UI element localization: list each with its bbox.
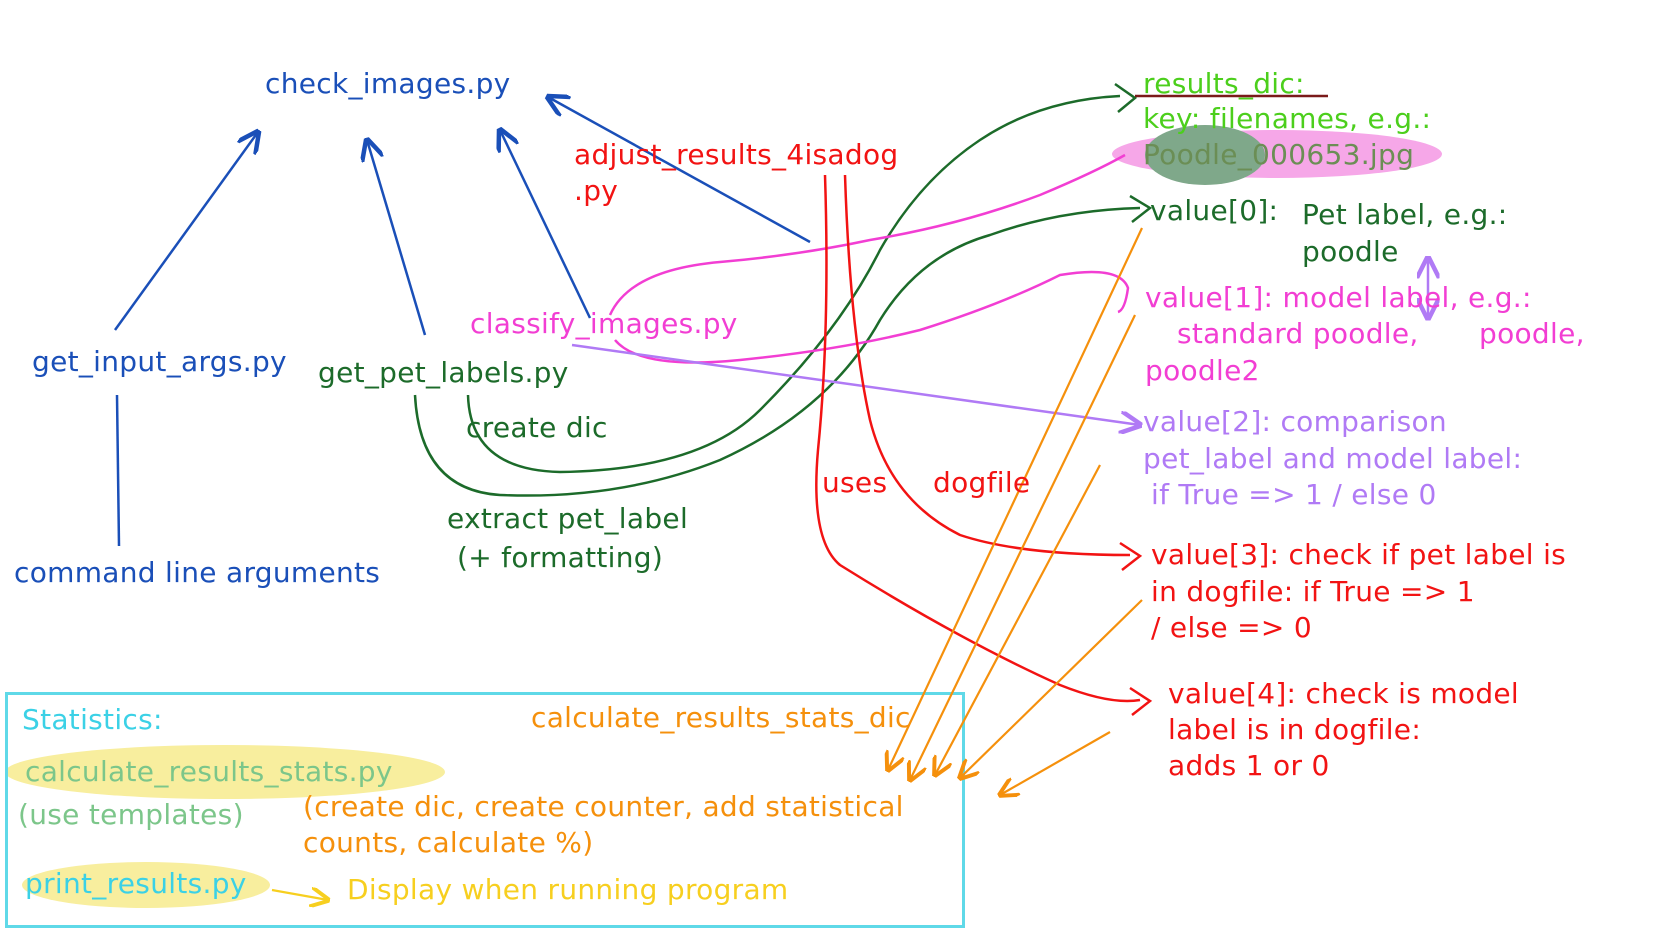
adjust-results-label-line1: adjust_results_4isadog [574,138,899,171]
arrow-pet-labels-to-check [367,140,427,336]
get-pet-labels-label: get_pet_labels.py [318,356,569,389]
arrow-classify-to-check [500,130,592,319]
formatting-note: (+ formatting) [457,541,664,574]
value1-line3: poodle2 [1145,354,1260,387]
arrow-value0-to-stats [888,227,1143,770]
value1-line1: value[1]: model label, e.g.: [1145,281,1532,314]
arrow-input-args-to-check [113,132,258,331]
check-images-label: check_images.py [265,67,511,100]
arrow-classify-to-value2 [571,343,1140,425]
value0-line2: poodle [1302,235,1399,268]
print-results-file-label: print_results.py [25,867,247,900]
stats-dic-label: calculate_results_stats_dic [531,701,911,734]
arrow-value1-to-stats [910,314,1136,780]
results-dic-key: key: filenames, e.g.: [1143,102,1432,135]
extract-pet-label-note: extract pet_label [447,502,689,535]
value2-line2: pet_label and model label: [1143,442,1523,475]
value4-line3: adds 1 or 0 [1168,749,1330,782]
arrow-adjust-to-check [548,97,811,244]
arrow-value2-to-stats [935,464,1101,775]
arrow-print-to-display [271,890,328,900]
get-input-args-label: get_input_args.py [32,345,287,378]
calc-stats-file-label: calculate_results_stats.py [25,755,393,788]
value2-line1: value[2]: comparison [1143,405,1447,438]
uses-note: uses [822,466,888,499]
display-note: Display when running program [347,873,789,906]
value1-line2: standard poodle, [1177,317,1419,350]
classify-images-label: classify_images.py [470,307,738,340]
arrowhead-value4 [1129,686,1153,716]
curve-extract-pet-label [413,206,1141,497]
value4-line2: label is in dogfile: [1168,713,1422,746]
command-line-arguments-label: command line arguments [14,556,381,589]
curve-adjust-to-value3 [843,174,1131,557]
curve-classify-to-key [608,153,1126,316]
value2-line3: if True => 1 / else 0 [1151,478,1437,511]
results-dic-title: results_dic: [1143,67,1305,100]
use-templates-note: (use templates) [18,798,244,831]
curve-adjust-to-value4 [815,174,1141,703]
calc-stats-highlight [5,745,445,799]
print-results-highlight [22,862,270,908]
value4-line1: value[4]: check is model [1168,677,1520,710]
arrowhead-results-dic [1114,82,1138,113]
curve-create-dic [466,94,1121,474]
value3-line2: in dogfile: if True => 1 [1151,575,1475,608]
stats-desc-line1: (create dic, create counter, add statist… [303,790,904,823]
key-example-highlight-dark [1145,125,1265,185]
arrow-value4-to-stats [1000,731,1111,795]
value3-line1: value[3]: check if pet label is [1151,538,1567,571]
value0-line1: Pet label, e.g.: [1302,198,1508,231]
results-dic-key-example: Poodle_000653.jpg [1143,138,1415,171]
statistics-title: Statistics: [22,703,163,736]
line-cmdline-to-input-args [115,394,121,547]
value0-label: value[0]: [1150,194,1279,227]
create-dic-note: create dic [466,411,608,444]
arrowhead-value3 [1119,541,1143,571]
arrow-value3-to-stats [960,599,1143,778]
stats-desc-line2: counts, calculate %) [303,826,594,859]
dogfile-note: dogfile [933,466,1031,499]
arrowhead-value0 [1129,194,1153,223]
curve-classify-to-value1 [614,270,1130,364]
adjust-results-label-line2: .py [574,174,619,207]
value3-line3: / else => 0 [1151,611,1312,644]
value1-line2b: poodle, [1479,317,1585,350]
